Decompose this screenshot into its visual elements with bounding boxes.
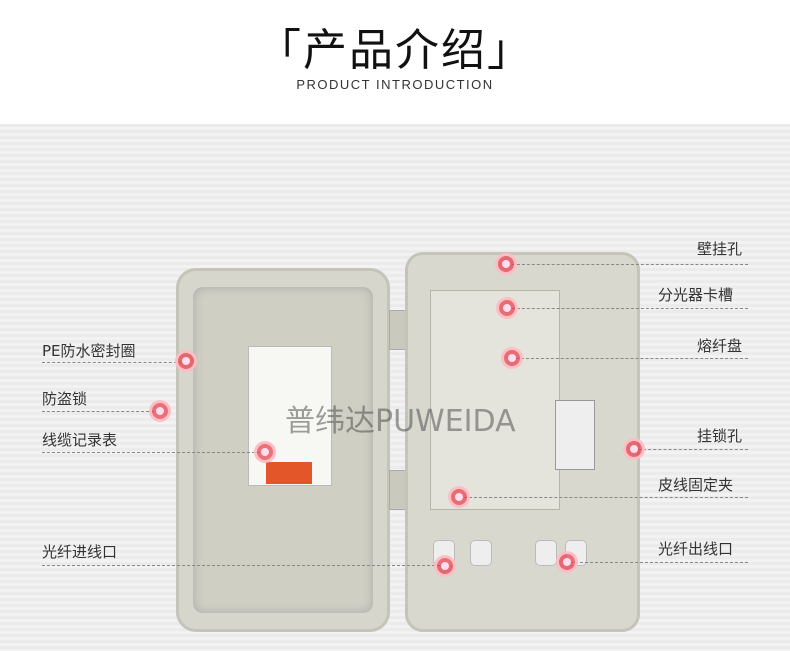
leader-line: [512, 264, 748, 265]
leader-line: [464, 497, 748, 498]
enclosure-lid: [176, 268, 390, 632]
leader-line: [42, 565, 440, 566]
cable-port: [535, 540, 557, 566]
marker-fiber-inlet: [434, 555, 456, 577]
leader-line: [512, 308, 748, 309]
marker-anti-theft-lock: [149, 400, 171, 422]
splitter-tray: [430, 290, 560, 510]
leader-line: [516, 358, 748, 359]
leader-line: [42, 452, 260, 453]
marker-padlock-hole: [623, 438, 645, 460]
cable-port: [470, 540, 492, 566]
label-drop-cable-clamp: 皮线固定夹: [658, 476, 734, 494]
label-cable-record: 线缆记录表: [42, 431, 118, 449]
marker-splitter-slot: [496, 297, 518, 319]
marker-fiber-outlet: [556, 551, 578, 573]
marker-wall-hole: [495, 253, 517, 275]
label-splitter-slot: 分光器卡槽: [658, 286, 734, 304]
label-fiber-outlet: 光纤出线口: [658, 540, 734, 558]
label-splice-tray: 熔纤盘: [697, 337, 743, 355]
page-subtitle: PRODUCT INTRODUCTION: [296, 77, 494, 92]
header: 「产品介绍」 PRODUCT INTRODUCTION: [0, 0, 790, 124]
marker-seal-ring: [175, 350, 197, 372]
label-seal-ring: PE防水密封圈: [42, 342, 136, 360]
leader-line: [42, 411, 154, 412]
label-wall-hole: 壁挂孔: [697, 240, 743, 258]
leader-line: [570, 562, 748, 563]
lock-plate: [555, 400, 595, 470]
label-fiber-inlet: 光纤进线口: [42, 543, 118, 561]
marker-cable-record: [254, 441, 276, 463]
marker-splice-tray: [501, 347, 523, 369]
label-anti-theft-lock: 防盗锁: [42, 390, 88, 408]
leader-line: [638, 449, 748, 450]
leader-line: [42, 362, 182, 363]
product-background: [0, 124, 790, 651]
page-title: 「产品介绍」: [257, 25, 533, 76]
watermark: 普纬达PUWEIDA: [285, 404, 516, 439]
danger-sticker: [266, 462, 312, 484]
label-padlock-hole: 挂锁孔: [697, 427, 743, 445]
marker-drop-cable-clamp: [448, 486, 470, 508]
